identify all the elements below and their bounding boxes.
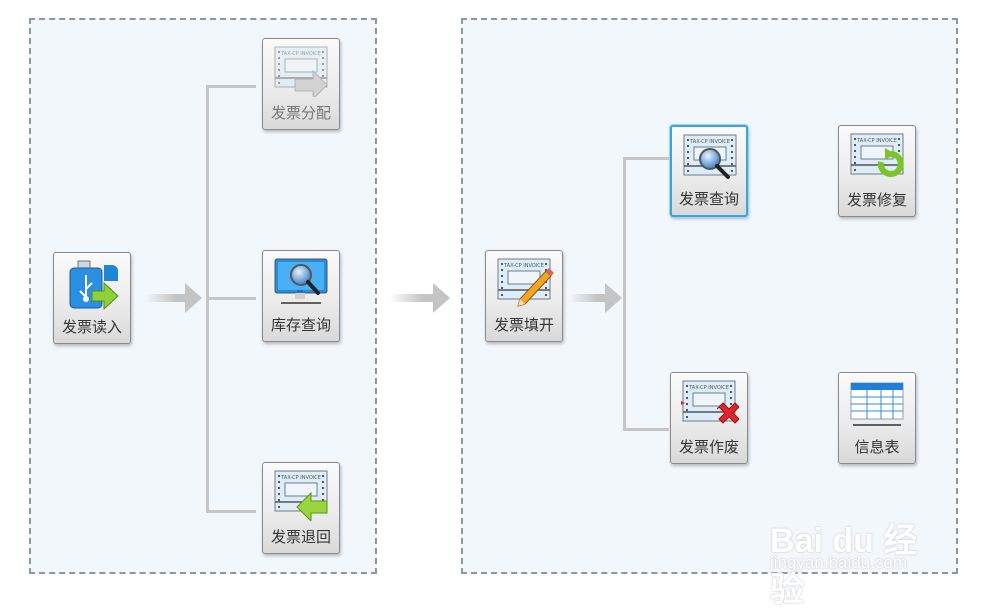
tile-label: 发票退回 bbox=[270, 528, 331, 546]
tile-label: 信息表 bbox=[854, 438, 900, 456]
invoice-write-icon bbox=[497, 258, 554, 307]
tile-invoice-void[interactable]: 发票作废 bbox=[670, 372, 748, 464]
tile-label: 发票作废 bbox=[678, 438, 739, 456]
bracket-left-top bbox=[206, 85, 256, 88]
invoice-void-icon bbox=[681, 380, 739, 424]
bracket-left-mid bbox=[206, 297, 256, 300]
watermark-url: jingyan.baidu.com bbox=[770, 553, 908, 572]
tile-invoice-query[interactable]: 发票查询 bbox=[670, 125, 748, 217]
tile-label: 发票查询 bbox=[678, 190, 739, 208]
bracket-right-vertical bbox=[623, 157, 626, 431]
invoice-distribute-icon bbox=[274, 46, 328, 97]
monitor-search-icon bbox=[274, 258, 328, 304]
bracket-left-bottom bbox=[206, 510, 256, 513]
tile-invoice-distribute[interactable]: 发票分配 bbox=[262, 38, 340, 130]
tile-label: 发票填开 bbox=[493, 316, 554, 334]
usb-import-icon bbox=[69, 260, 119, 311]
tile-stock-query[interactable]: 库存查询 bbox=[262, 250, 340, 342]
invoice-return-icon bbox=[274, 470, 328, 521]
tile-invoice-write[interactable]: 发票填开 bbox=[485, 250, 563, 342]
tile-label: 库存查询 bbox=[270, 316, 331, 334]
tile-label: 发票修复 bbox=[846, 191, 907, 209]
tile-invoice-read[interactable]: 发票读入 bbox=[53, 252, 131, 344]
invoice-search-icon bbox=[683, 134, 737, 179]
tile-label: 发票读入 bbox=[61, 318, 122, 336]
tile-invoice-repair[interactable]: 发票修复 bbox=[838, 125, 916, 217]
info-table-icon bbox=[850, 382, 904, 426]
flow-arrow-read bbox=[146, 283, 202, 313]
flow-arrow-between-panels bbox=[390, 283, 450, 313]
bracket-right-top bbox=[623, 157, 669, 160]
tile-invoice-return[interactable]: 发票退回 bbox=[262, 462, 340, 554]
flow-arrow-write bbox=[570, 283, 622, 313]
bracket-right-bottom bbox=[623, 428, 669, 431]
baidu-watermark: Bai du 经验 jingyan.baidu.com bbox=[770, 495, 950, 609]
invoice-repair-icon bbox=[850, 133, 904, 177]
tile-info-table[interactable]: 信息表 bbox=[838, 372, 916, 464]
tile-label: 发票分配 bbox=[270, 104, 331, 122]
